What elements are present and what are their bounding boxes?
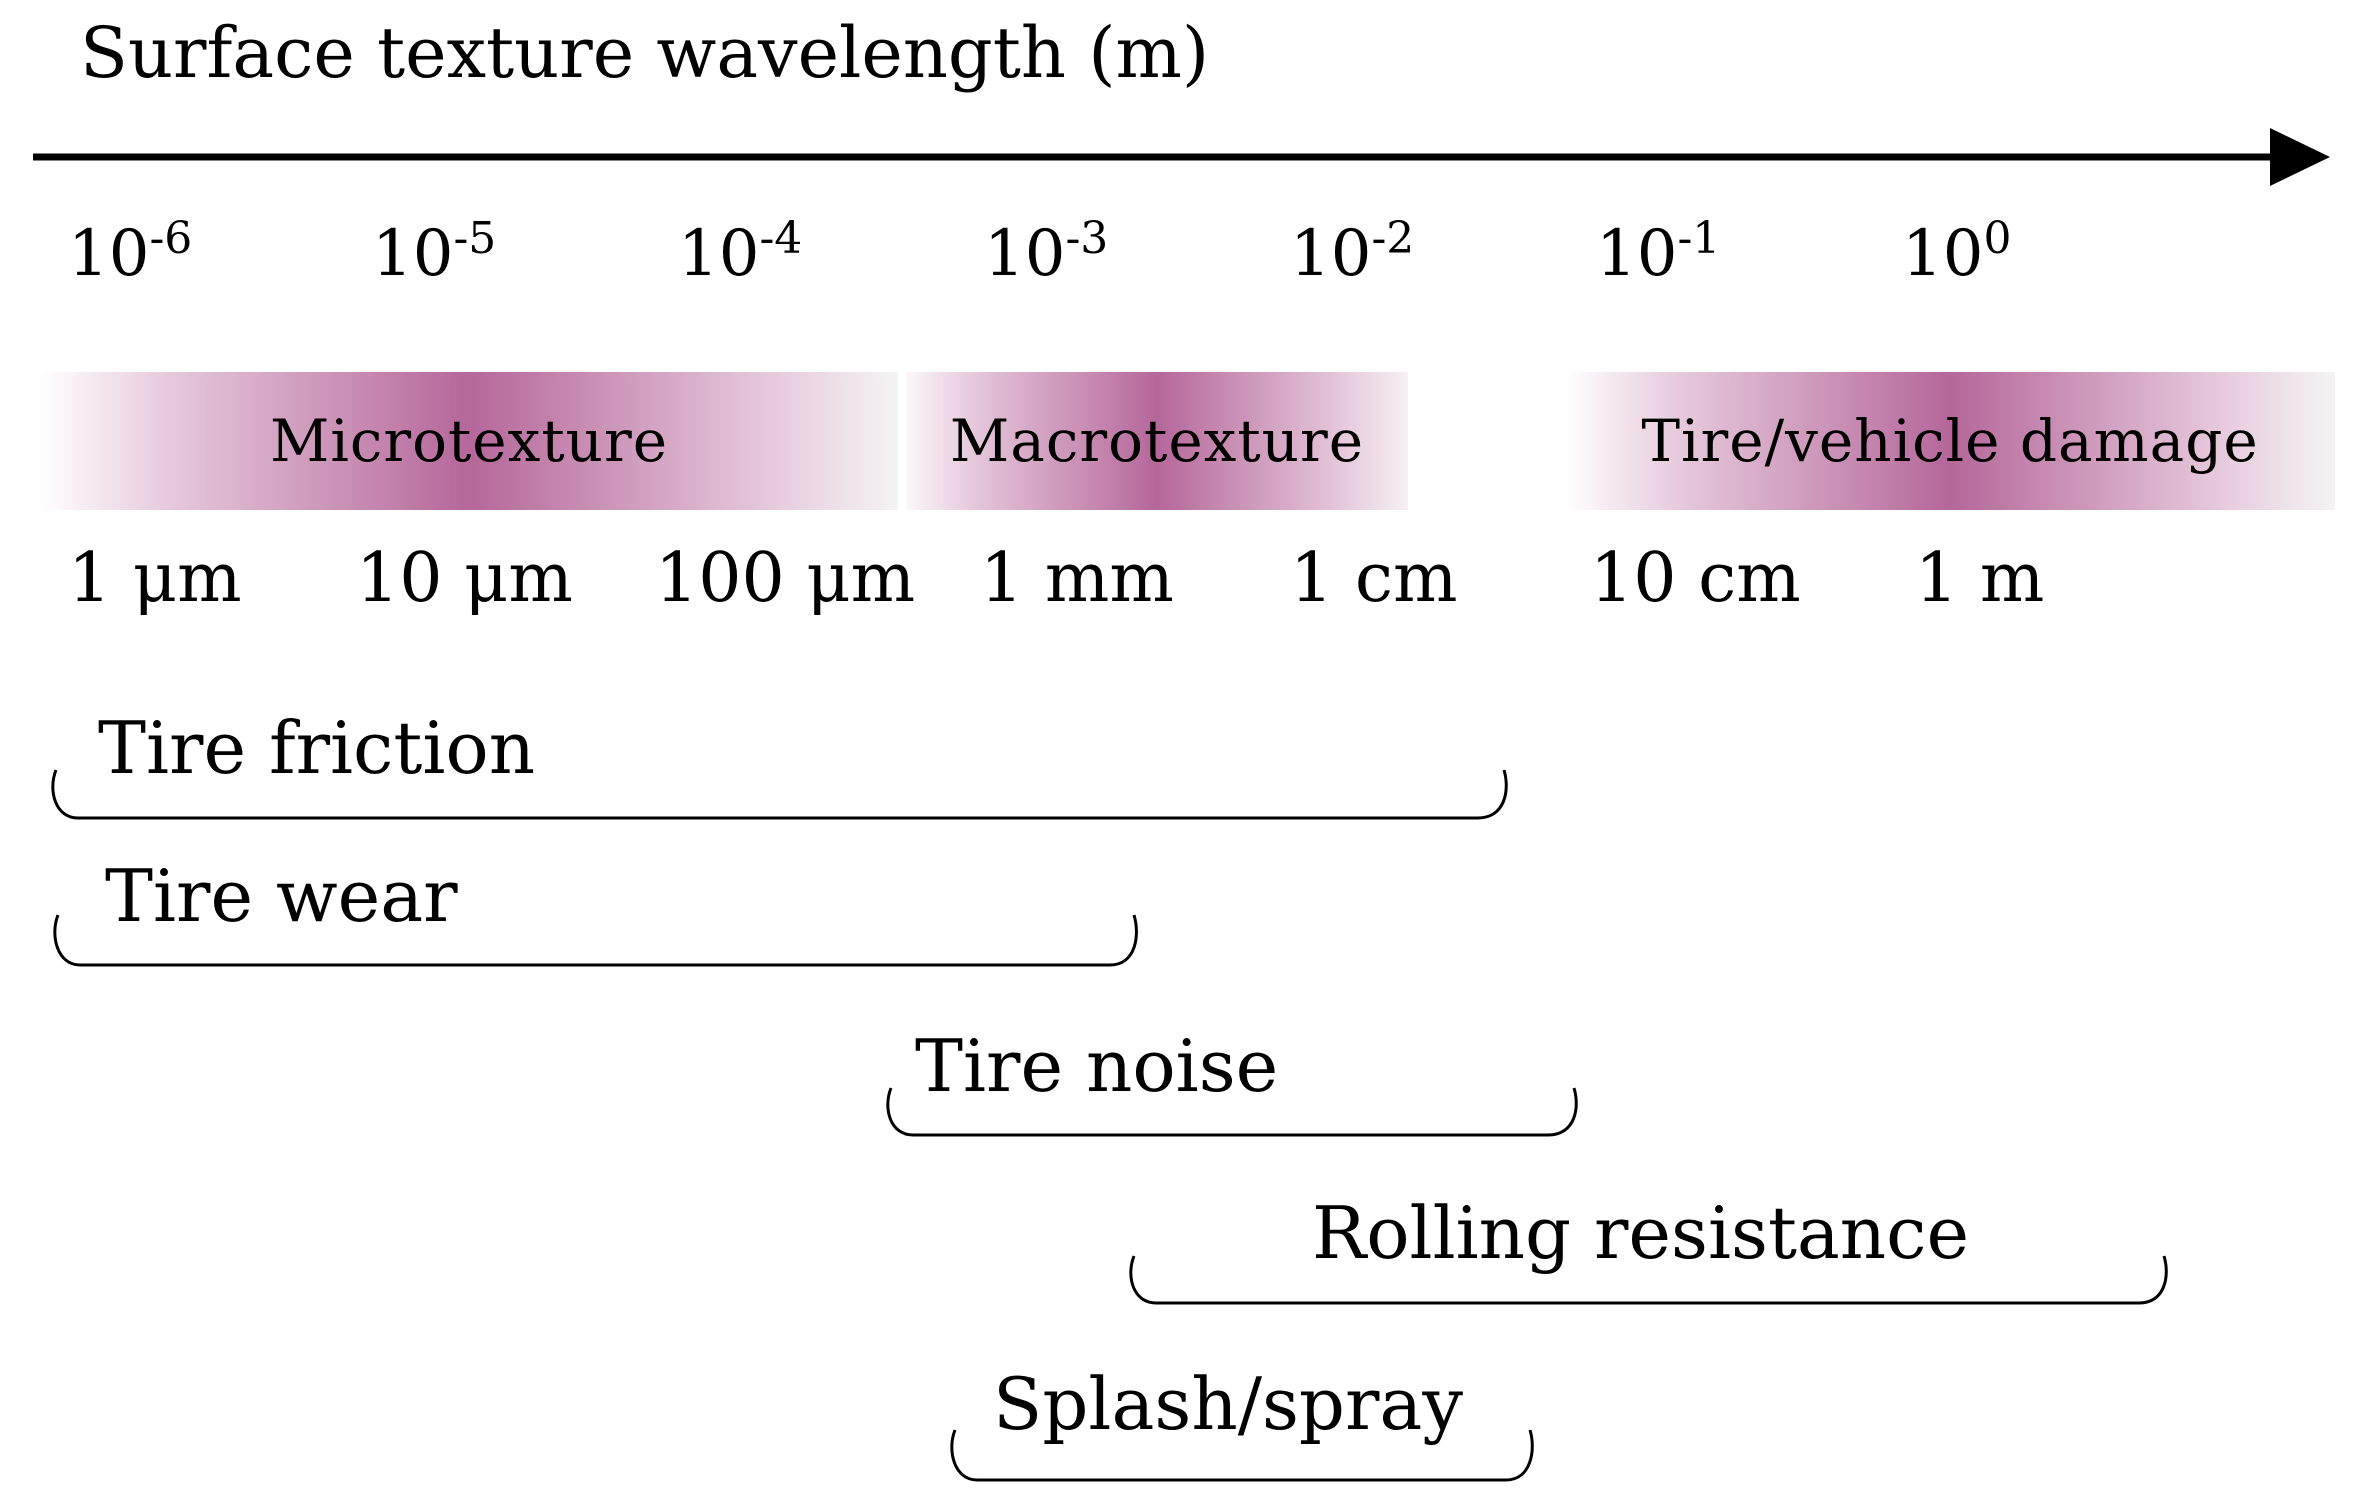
diagram-title: Surface texture wavelength (m)	[80, 12, 1210, 94]
unit-label-1m: 1 m	[1915, 539, 2045, 618]
application-label-tire-wear: Tire wear	[105, 854, 458, 938]
unit-label-1cm: 1 cm	[1290, 539, 1458, 618]
band-label-macrotexture: Macrotexture	[949, 407, 1365, 475]
scale-label-1e0: 100	[1902, 213, 2012, 291]
application-label-tire-noise: Tire noise	[915, 1024, 1279, 1108]
unit-label-100um: 100 μm	[655, 539, 916, 618]
scale-label-1e-5: 10-5	[372, 213, 497, 291]
bracket-splash-spray	[950, 1429, 1534, 1482]
application-label-rolling-resistance: Rolling resistance	[1312, 1191, 1970, 1275]
bracket-tire-wear	[53, 914, 1138, 967]
band-microtexture: Microtexture	[40, 372, 898, 510]
scale-label-1e-2: 10-2	[1290, 213, 1415, 291]
application-label-tire-friction: Tire friction	[98, 706, 536, 790]
scale-label-1e-6: 10-6	[68, 213, 193, 291]
bracket-tire-friction	[51, 769, 1508, 820]
bracket-tire-noise	[886, 1087, 1578, 1137]
unit-label-1mm: 1 mm	[980, 539, 1174, 618]
band-macrotexture: Macrotexture	[906, 372, 1408, 510]
scale-label-1e-1: 10-1	[1596, 213, 1721, 291]
scale-label-1e-4: 10-4	[678, 213, 803, 291]
band-tire-vehicle-damage: Tire/vehicle damage	[1565, 372, 2335, 510]
bracket-rolling-resistance	[1129, 1255, 2168, 1305]
unit-label-10cm: 10 cm	[1590, 539, 1801, 618]
unit-label-10um: 10 μm	[356, 539, 573, 618]
band-label-microtexture: Microtexture	[269, 407, 669, 475]
unit-label-1um: 1 μm	[68, 539, 242, 618]
band-label-tire-vehicle-damage: Tire/vehicle damage	[1641, 407, 2259, 475]
scale-label-1e-3: 10-3	[984, 213, 1109, 291]
arrow-head-icon	[2270, 128, 2330, 186]
application-label-splash-spray: Splash/spray	[993, 1362, 1464, 1446]
